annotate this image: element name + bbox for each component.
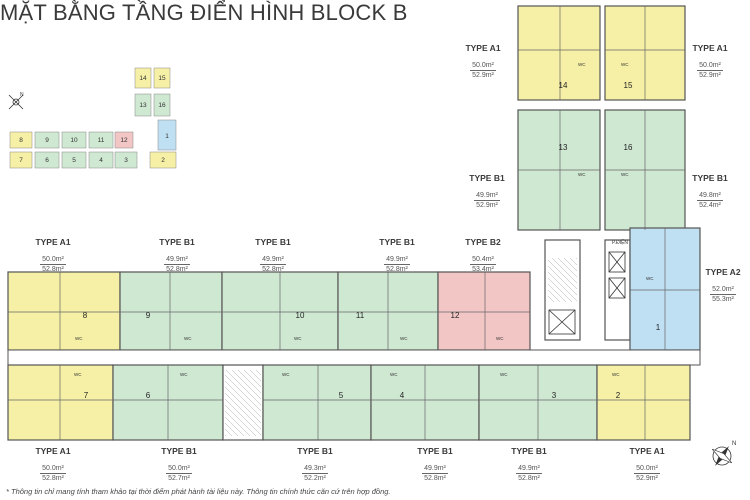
svg-text:WC: WC xyxy=(294,336,302,341)
svg-text:WC: WC xyxy=(578,172,586,177)
svg-text:13: 13 xyxy=(559,143,568,152)
svg-text:13: 13 xyxy=(139,102,147,109)
svg-text:5: 5 xyxy=(339,391,344,400)
unit-8 xyxy=(7,271,121,351)
svg-text:WC: WC xyxy=(390,372,398,377)
unit-14 xyxy=(517,5,601,101)
svg-text:11: 11 xyxy=(356,311,365,320)
unit-5 xyxy=(262,364,372,441)
unit-9 xyxy=(119,271,223,351)
svg-text:WC: WC xyxy=(646,276,654,281)
svg-text:WC: WC xyxy=(612,372,620,377)
svg-text:4: 4 xyxy=(400,391,405,400)
svg-text:WC: WC xyxy=(500,372,508,377)
svg-text:3: 3 xyxy=(552,391,557,400)
unit-12 xyxy=(437,271,531,351)
svg-text:9: 9 xyxy=(146,311,151,320)
svg-text:5: 5 xyxy=(72,157,76,164)
svg-text:3: 3 xyxy=(124,157,128,164)
key-plan: N 14 15 13 16 8 9 10 11 12 1 7 6 5 4 3 2 xyxy=(8,67,177,169)
page-title: MẶT BẰNG TẦNG ĐIỂN HÌNH BLOCK B xyxy=(0,0,408,25)
compass-icon: N xyxy=(8,92,24,110)
svg-text:14: 14 xyxy=(559,81,568,90)
svg-text:WC: WC xyxy=(282,372,290,377)
compass-rose-icon: N xyxy=(711,441,736,466)
unit-2 xyxy=(596,364,691,441)
svg-text:N: N xyxy=(732,441,736,447)
svg-text:8: 8 xyxy=(83,311,88,320)
svg-text:WC: WC xyxy=(578,62,586,67)
svg-text:16: 16 xyxy=(624,143,633,152)
svg-text:14: 14 xyxy=(139,75,147,82)
svg-text:6: 6 xyxy=(45,157,49,164)
svg-text:11: 11 xyxy=(98,137,105,144)
svg-text:WC: WC xyxy=(621,172,629,177)
svg-text:10: 10 xyxy=(70,137,78,144)
svg-text:WC: WC xyxy=(180,372,188,377)
svg-text:12: 12 xyxy=(120,137,128,144)
svg-text:15: 15 xyxy=(158,75,166,82)
elevator-icon xyxy=(548,251,626,335)
svg-text:15: 15 xyxy=(624,81,633,90)
svg-text:4: 4 xyxy=(99,157,103,164)
disclaimer-note: * Thông tin chỉ mang tính tham khảo tại … xyxy=(6,487,391,496)
svg-text:WC: WC xyxy=(496,336,504,341)
svg-text:16: 16 xyxy=(158,102,166,109)
svg-text:WC: WC xyxy=(75,336,83,341)
svg-text:WC: WC xyxy=(621,62,629,67)
svg-text:WC: WC xyxy=(74,372,82,377)
svg-text:2: 2 xyxy=(161,157,165,164)
svg-text:12: 12 xyxy=(451,311,460,320)
svg-text:N: N xyxy=(20,92,24,98)
svg-text:6: 6 xyxy=(146,391,151,400)
svg-text:P.ĐIỆN: P.ĐIỆN xyxy=(612,238,628,246)
svg-text:9: 9 xyxy=(45,137,49,144)
svg-text:2: 2 xyxy=(616,391,621,400)
unit-7 xyxy=(7,364,114,441)
svg-text:7: 7 xyxy=(19,157,23,164)
svg-text:7: 7 xyxy=(84,391,89,400)
svg-text:10: 10 xyxy=(296,311,305,320)
svg-text:1: 1 xyxy=(656,323,661,332)
svg-text:8: 8 xyxy=(19,137,23,144)
svg-text:WC: WC xyxy=(400,336,408,341)
svg-text:WC: WC xyxy=(184,336,192,341)
svg-text:1: 1 xyxy=(165,133,169,140)
